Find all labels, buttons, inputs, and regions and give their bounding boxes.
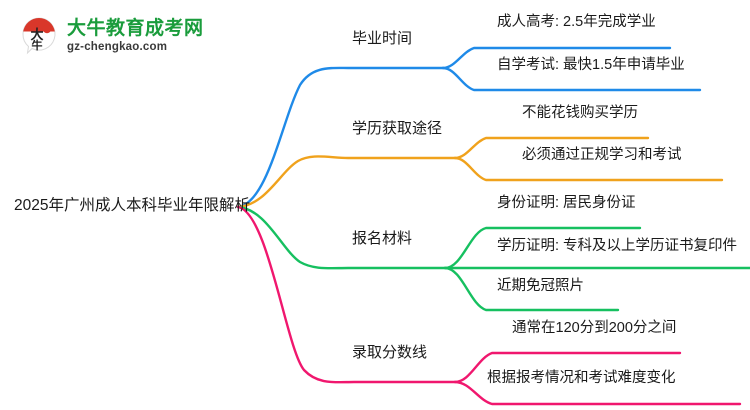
branch-stem-0 — [236, 66, 445, 209]
root-node-label[interactable]: 2025年广州成人本科毕业年限解析 — [14, 197, 250, 214]
leaf-label-2-2[interactable]: 近期免冠照片 — [497, 278, 584, 294]
leaf-stem-2-2 — [443, 266, 620, 312]
leaf-label-3-1[interactable]: 根据报考情况和考试难度变化 — [487, 370, 676, 386]
leaf-label-1-0[interactable]: 不能花钱购买学历 — [522, 105, 638, 121]
leaf-label-1-1[interactable]: 必须通过正规学习和考试 — [522, 147, 682, 163]
leaf-stem-3-1 — [453, 380, 742, 406]
branch-label-0[interactable]: 毕业时间 — [352, 30, 413, 47]
leaf-stem-3-0 — [453, 351, 682, 384]
site-logo: 大 牛 大牛教育成考网 gz-chengkao.com — [18, 12, 218, 60]
leaf-label-3-0[interactable]: 通常在120分到200分之间 — [512, 320, 677, 336]
branch-connector-1 — [236, 136, 724, 209]
leaf-label-0-1[interactable]: 自学考试: 最快1.5年申请毕业 — [497, 57, 685, 73]
leaf-label-0-0[interactable]: 成人高考: 2.5年完成学业 — [497, 14, 656, 30]
logo-mark-icon: 大 牛 — [18, 15, 60, 57]
branch-stem-3 — [236, 205, 457, 384]
branch-connector-2 — [236, 205, 750, 312]
logo-title: 大牛教育成考网 — [67, 17, 204, 39]
branch-connector-3 — [236, 205, 742, 406]
branch-stem-1 — [236, 155, 457, 209]
branch-connector-0 — [236, 46, 702, 209]
branch-label-1[interactable]: 学历获取途径 — [352, 120, 443, 137]
svg-text:大: 大 — [30, 27, 43, 42]
leaf-stem-0-1 — [441, 66, 702, 92]
logo-subtitle: gz-chengkao.com — [67, 40, 168, 53]
leaf-stem-1-1 — [453, 156, 724, 182]
branch-stem-2 — [236, 205, 447, 270]
branch-label-3[interactable]: 录取分数线 — [352, 344, 428, 361]
leaf-label-2-0[interactable]: 身份证明: 居民身份证 — [497, 195, 636, 211]
leaf-stem-2-0 — [443, 226, 642, 270]
logo-text: 大牛教育成考网 gz-chengkao.com — [67, 19, 204, 54]
svg-text:牛: 牛 — [32, 38, 43, 52]
branch-label-2[interactable]: 报名材料 — [352, 230, 413, 247]
leaf-label-2-1[interactable]: 学历证明: 专科及以上学历证书复印件 — [497, 238, 738, 254]
